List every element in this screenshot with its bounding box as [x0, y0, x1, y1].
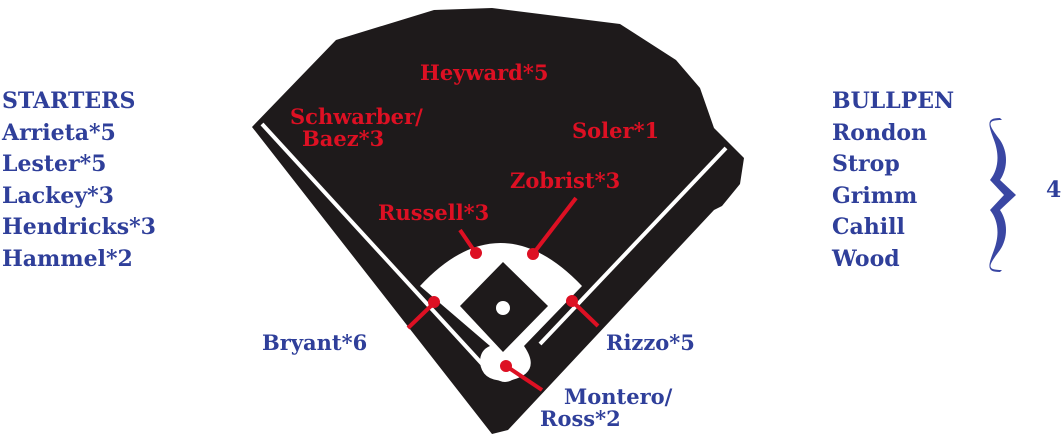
marker-line-3b: [406, 301, 436, 330]
marker-dot-ss: [470, 247, 482, 259]
starter-name: Hendricks*3: [2, 214, 156, 240]
marker-dot-1b: [566, 295, 578, 307]
marker-dot-3b: [428, 296, 440, 308]
curly-brace-icon: [989, 118, 1016, 272]
bullpen-name: Strop: [832, 151, 900, 177]
label-2b: Zobrist*3: [510, 168, 620, 193]
field-shape: [252, 8, 744, 434]
marker-line-2b: [531, 196, 578, 256]
label-lf-line2: Baez*3: [302, 126, 384, 151]
foul-line-right: [538, 146, 728, 346]
bullpen-list: BULLPEN Rondon Strop Grimm Cahill Wood: [832, 86, 954, 275]
label-rf: Soler*1: [572, 118, 659, 143]
label-c-line2: Ross*2: [540, 406, 621, 431]
position-markers: [406, 196, 600, 392]
marker-dot-2b: [527, 248, 539, 260]
label-ss: Russell*3: [378, 200, 489, 225]
bullpen-name: Wood: [832, 245, 900, 272]
bullpen-name: Rondon: [832, 119, 928, 146]
label-1b: Rizzo*5: [606, 330, 695, 355]
bullpen-name: Grimm: [832, 182, 918, 209]
starters-list: STARTERS Arrieta*5 Lester*5 Lackey*3 Hen…: [2, 86, 156, 275]
bullpen-name: Cahill: [832, 214, 905, 240]
label-c-line1: Montero/: [564, 384, 673, 409]
marker-line-1b: [570, 299, 600, 328]
label-cf: Heyward*5: [420, 60, 548, 85]
bullpen-header: BULLPEN: [832, 88, 955, 114]
starters-header: STARTERS: [2, 88, 136, 114]
bullpen-count: 4: [1046, 177, 1062, 203]
label-lf-line1: Schwarber/: [290, 104, 423, 129]
marker-dot-c: [500, 360, 512, 372]
label-3b: Bryant*6: [262, 330, 367, 355]
marker-line-c: [504, 364, 544, 392]
starter-name: Lackey*3: [2, 182, 114, 209]
starter-name: Lester*5: [2, 151, 107, 177]
starter-name: Hammel*2: [2, 245, 133, 272]
starter-name: Arrieta*5: [2, 119, 116, 146]
foul-line-left: [260, 122, 486, 368]
pitchers-mound: [496, 301, 510, 315]
